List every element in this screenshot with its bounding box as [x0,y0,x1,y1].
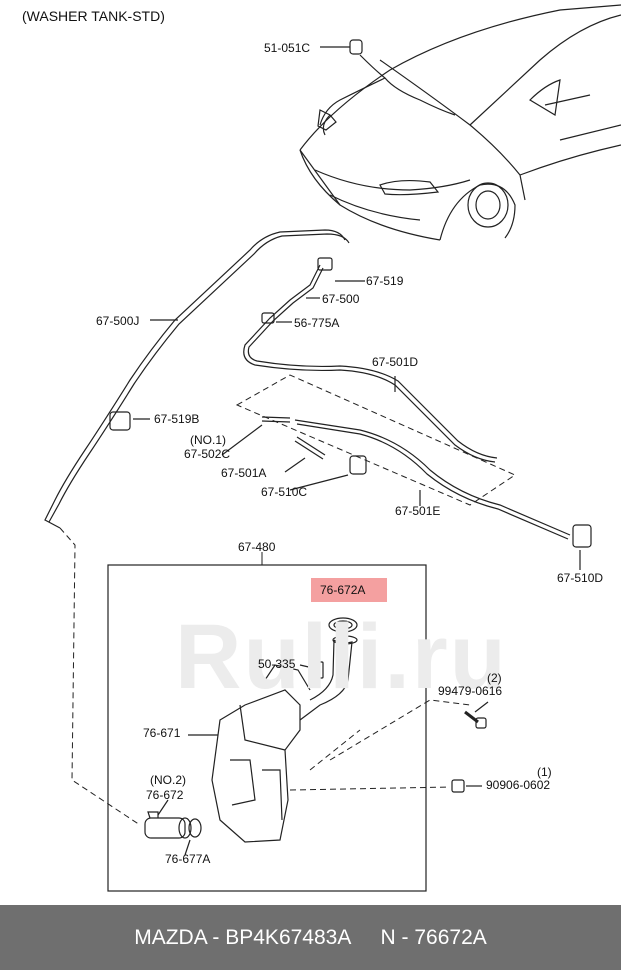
footer-bar: MAZDA - BP4K67483A N - 76672A [0,905,621,970]
part-label-67-501e: 67-501E [395,504,441,518]
pump-icon [144,817,186,839]
footer-oem-number: N - 76672A [380,925,487,949]
nozzle-icon [317,257,333,271]
parts-diagram: Rulli.ru (WASHER TANK-STD) 51-051C 67-51… [22,4,621,892]
part-label-67-501a: 67-501A [221,466,267,480]
part-label-67-519b: 67-519B [154,412,200,426]
highlight-box [311,578,387,602]
part-label-no1: (NO.1) [190,433,226,447]
part-label-67-510c: 67-510C [261,485,308,499]
part-label-67-519: 67-519 [366,274,404,288]
qty-label-2: (2) [487,671,502,685]
part-label-76-672: 76-672 [146,788,184,802]
part-label-67-500: 67-500 [322,292,360,306]
part-label-76-672a: 76-672A [320,583,366,597]
part-label-76-677a: 76-677A [165,852,211,866]
part-label-76-671: 76-671 [143,726,181,740]
part-label-67-500j: 67-500J [96,314,140,328]
diagram-title: (WASHER TANK-STD) [22,8,165,24]
qty-label-1: (1) [537,765,552,779]
car-outline [299,4,621,241]
part-label-56-775a: 56-775A [294,316,340,330]
part-label-67-480: 67-480 [238,540,276,554]
part-label-67-501d: 67-501D [372,355,419,369]
part-label-67-502c: 67-502C [184,447,231,461]
cap-icon [349,39,363,55]
footer-part-number: MAZDA - BP4K67483A [134,925,352,949]
diagram-drawing [44,4,621,892]
part-label-99479-0616: 99479-0616 [438,684,503,698]
part-label-90906-0602: 90906-0602 [486,778,551,792]
part-label-67-510d: 67-510D [557,571,604,585]
part-label-no2: (NO.2) [150,773,186,787]
part-label-51-051c: 51-051C [264,41,311,55]
part-label-50-335: 50-335 [258,657,296,671]
watermark-text: Rulli.ru [175,606,508,708]
gasket-ring-icon [328,617,358,633]
